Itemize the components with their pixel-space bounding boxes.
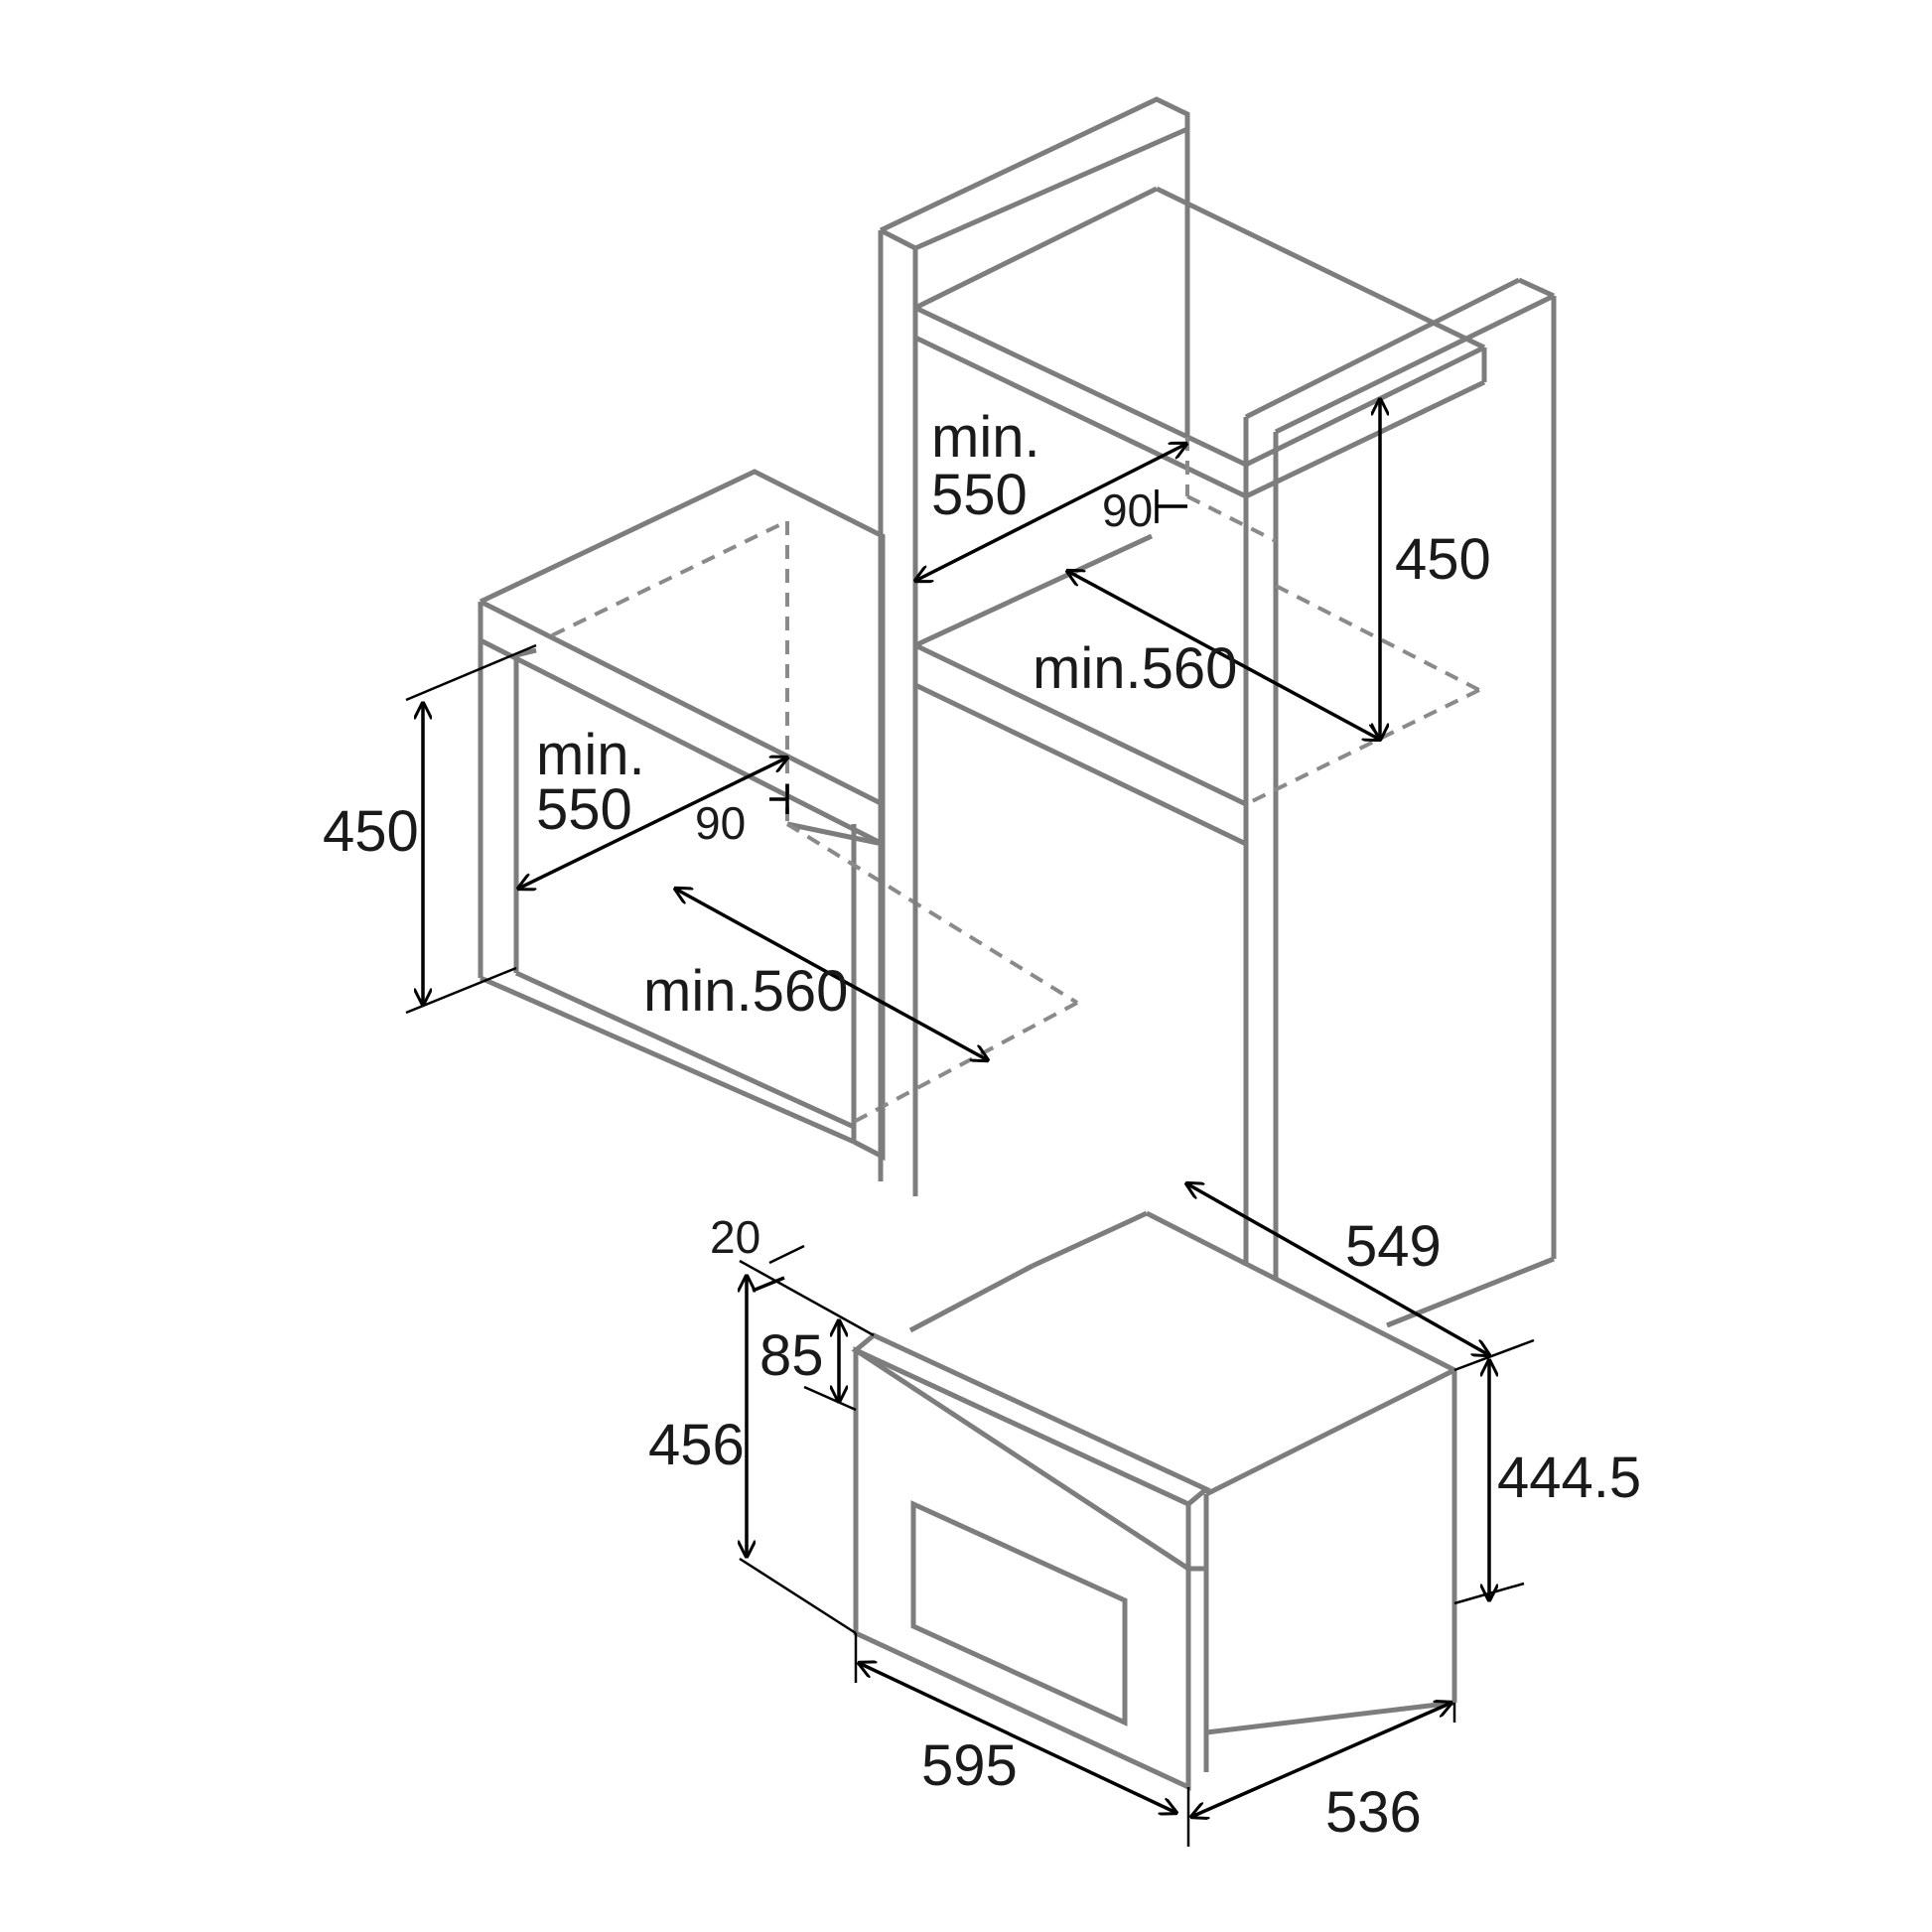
appliance-front-panel <box>851 1332 1211 1791</box>
appliance-front-height-label: 456 <box>648 1413 745 1477</box>
column-niche-depth-label-line2: 550 <box>931 463 1028 527</box>
left-niche-height-label: 450 <box>323 799 419 864</box>
appliance-body <box>908 1210 1457 1772</box>
appliance-front-thickness-label: 20 <box>710 1211 760 1263</box>
left-niche-width-label: min.560 <box>643 959 848 1024</box>
dimension-lines <box>405 399 1535 1847</box>
left-niche-depth-label-line1: min. <box>536 723 645 787</box>
appliance-door-window <box>910 1500 1128 1726</box>
left-niche-depth-label-line2: 550 <box>536 777 632 842</box>
left-niche-inset-label: 90 <box>695 797 746 849</box>
dimension-labels: 450 min. 550 90 min.560 min. 550 90 450 … <box>323 405 1641 1845</box>
appliance-panel-height-label: 85 <box>759 1323 824 1388</box>
column-niche-width-label: min.560 <box>1033 636 1237 701</box>
column-cabinet <box>878 96 1557 1328</box>
column-niche-depth-label-line1: min. <box>931 405 1040 470</box>
appliance-body-depth-label: 536 <box>1325 1780 1422 1845</box>
appliance-body-height-label: 444.5 <box>1497 1446 1641 1510</box>
appliance-front-width-label: 595 <box>921 1733 1018 1798</box>
column-niche-height-label: 450 <box>1395 527 1491 592</box>
appliance-depth-label: 549 <box>1345 1214 1442 1279</box>
column-niche-inset-label: 90 <box>1102 484 1153 536</box>
